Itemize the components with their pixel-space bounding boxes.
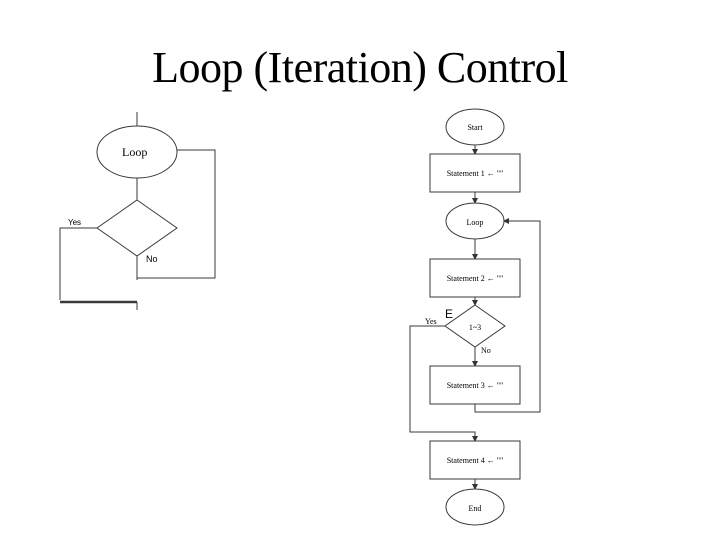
- statement4-label: Statement 4 ← "": [447, 456, 504, 465]
- statement1-label: Statement 1 ← "": [447, 169, 504, 178]
- loop-back-connector: [474, 218, 541, 413]
- marker-glyph: E: [445, 307, 453, 321]
- statement2-box: [429, 258, 521, 298]
- left-loop-back-connector: [137, 149, 216, 279]
- end-oval: [445, 488, 505, 526]
- statement2-label: Statement 2 ← "": [447, 274, 504, 283]
- condition-yes-connector: [409, 325, 478, 442]
- left-no-label: No: [146, 254, 158, 264]
- left-flowchart: [59, 112, 216, 310]
- statement3-box: [429, 365, 521, 405]
- left-yes-connector: [59, 227, 97, 300]
- left-yes-label: Yes: [68, 218, 81, 227]
- left-decision-diamond: [96, 199, 178, 257]
- statement3-label: Statement 3 ← "": [447, 381, 504, 390]
- left-loop-label: Loop: [122, 145, 147, 159]
- right-no-label: No: [481, 346, 491, 355]
- right-loop-label: Loop: [467, 218, 484, 227]
- condition-label: 1~3: [469, 323, 481, 332]
- end-label: End: [469, 504, 482, 513]
- right-yes-label: Yes: [425, 317, 437, 326]
- right-flowchart: [409, 108, 541, 526]
- start-label: Start: [467, 123, 483, 132]
- slide-title: Loop (Iteration) Control: [152, 43, 568, 92]
